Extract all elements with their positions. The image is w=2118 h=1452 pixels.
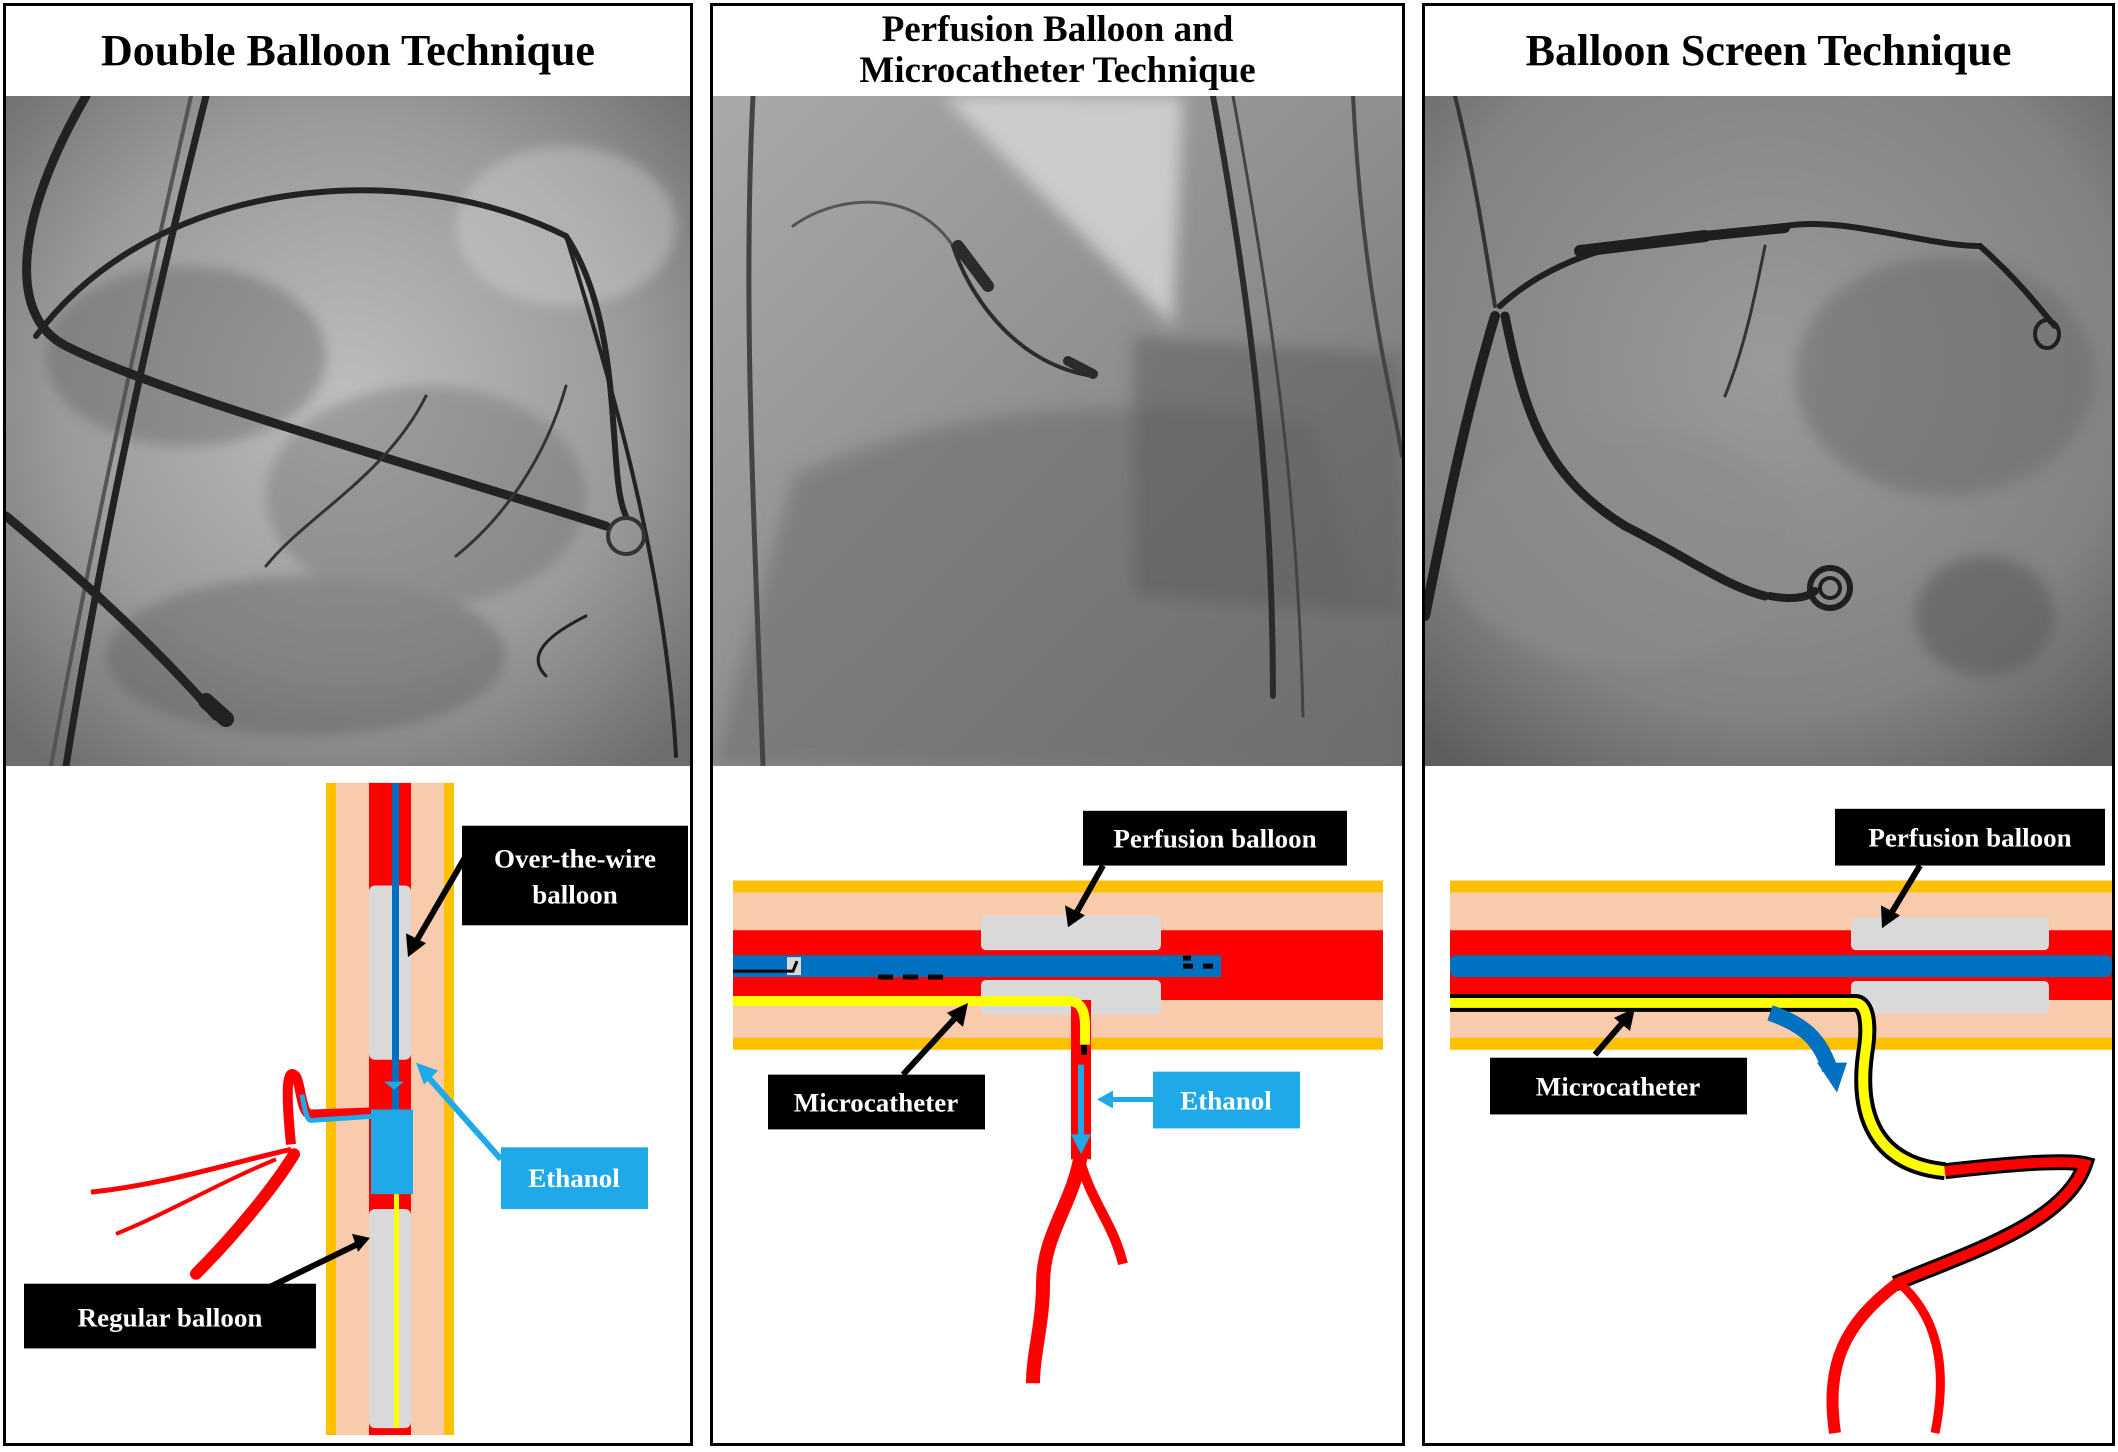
panel-title: Double Balloon Technique	[101, 25, 595, 75]
panel-title: Perfusion Balloon and Microcatheter Tech…	[713, 6, 1402, 96]
label-ethanol: Ethanol	[1153, 1071, 1300, 1129]
svg-text:Perfusion balloon: Perfusion balloon	[1113, 824, 1316, 854]
regular-balloon	[369, 1209, 411, 1429]
perfusion-balloon-upper	[1851, 917, 2049, 951]
microcatheter-line	[1450, 997, 1946, 1177]
balloon-catheter	[1450, 955, 2112, 978]
label-perfusion-balloon: Perfusion balloon	[1835, 808, 2105, 866]
label-ethanol: Ethanol	[501, 1147, 648, 1210]
guidewire	[392, 782, 399, 1112]
balloon-catheter	[733, 955, 1221, 978]
svg-text:Regular balloon: Regular balloon	[78, 1303, 263, 1333]
panel-title-line1: Perfusion Balloon and	[881, 9, 1234, 51]
microcatheter-line	[733, 995, 1090, 1045]
panel-perfusion-microcatheter: Perfusion Balloon and Microcatheter Tech…	[710, 3, 1405, 1446]
schematic-double-balloon: Over-the-wire balloon Ethanol Regular ba…	[6, 766, 690, 1443]
svg-text:Microcatheter: Microcatheter	[794, 1088, 958, 1118]
svg-text:Microcatheter: Microcatheter	[1536, 1072, 1700, 1102]
over-the-wire-balloon	[369, 885, 411, 1060]
arrow-perfusion-balloon	[1065, 864, 1106, 928]
perfusion-balloon-upper	[981, 915, 1161, 951]
label-regular-balloon: Regular balloon	[24, 1283, 316, 1349]
schematic-perfusion-microcatheter: Perfusion balloon Microcatheter Ethanol	[713, 766, 1402, 1443]
svg-text:Ethanol: Ethanol	[528, 1163, 620, 1193]
panel-title: Balloon Screen Technique	[1525, 25, 2012, 75]
side-branch	[1893, 1157, 2092, 1289]
svg-text:Ethanol: Ethanol	[1180, 1086, 1272, 1116]
label-microcatheter: Microcatheter	[768, 1074, 985, 1130]
arrow-ethanol	[1097, 1090, 1153, 1109]
arrow-microcatheter	[900, 1002, 968, 1077]
schematic-balloon-screen: Perfusion balloon Microcatheter	[1425, 766, 2112, 1443]
svg-text:Perfusion balloon: Perfusion balloon	[1868, 823, 2071, 853]
panel-double-balloon: Double Balloon Technique	[3, 3, 693, 1446]
wire-yellow	[394, 1194, 399, 1429]
fluoroscopy-image	[713, 96, 1402, 766]
svg-text:Over-the-wire: Over-the-wire	[494, 844, 656, 874]
label-microcatheter: Microcatheter	[1490, 1057, 1747, 1115]
fluoroscopy-image	[6, 96, 690, 766]
panel-title-line2: Microcatheter Technique	[859, 50, 1256, 91]
curved-flow-arrow	[1767, 1005, 1838, 1073]
fluoroscopy-image	[1425, 96, 2112, 766]
ethanol-fill	[371, 1109, 413, 1195]
arrow-over-the-wire	[406, 854, 469, 958]
label-perfusion-balloon: Perfusion balloon	[1083, 810, 1347, 866]
panel-balloon-screen: Balloon Screen Technique	[1422, 3, 2115, 1446]
arrow-microcatheter	[1592, 1007, 1635, 1057]
svg-text:balloon: balloon	[532, 879, 618, 909]
perfusion-balloon-lower	[1851, 981, 2049, 1014]
arrow-ethanol	[416, 1062, 504, 1162]
arrow-perfusion-balloon	[1881, 864, 1923, 929]
label-over-the-wire-balloon: Over-the-wire balloon	[462, 825, 688, 926]
